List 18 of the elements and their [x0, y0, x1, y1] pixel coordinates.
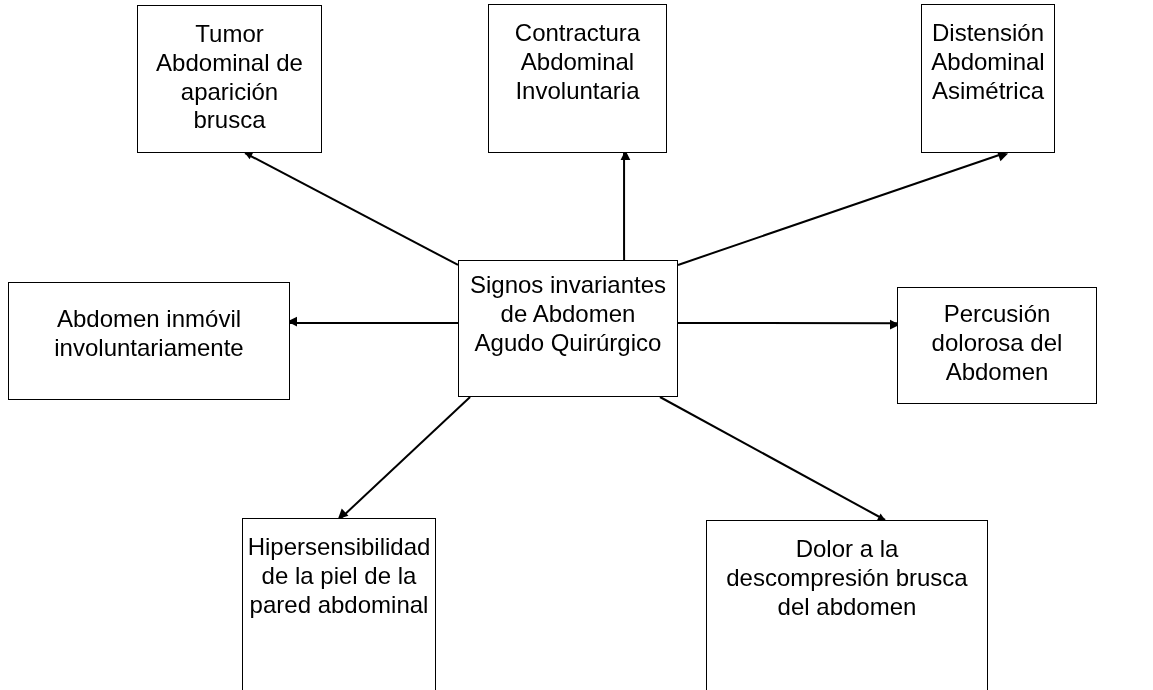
- text-box: [458, 260, 678, 397]
- text-box: [242, 518, 436, 690]
- text-box: [488, 4, 667, 153]
- arrow: [337, 396, 472, 519]
- box-label: Distensión Abdominal Asimétrica: [930, 19, 1046, 106]
- box-label: Abdomen inmóvil involuntariamente: [53, 305, 245, 363]
- text-box: [921, 4, 1055, 153]
- text-box: [137, 5, 322, 153]
- box-label: Contractura Abdominal Involuntaria: [513, 19, 642, 106]
- box-label: Hipersensibilidad de la piel de la pared abdominal: [247, 533, 431, 620]
- box-label: Signos invariantes de Abdomen Agudo Quirúrgico: [468, 271, 668, 358]
- box-label: Dolor a la descompresión brusca del abdomen: [725, 535, 969, 622]
- box-label: Tumor Abdominal de aparición brusca: [155, 20, 304, 136]
- text-box: [8, 282, 290, 400]
- text-box: [897, 287, 1097, 404]
- arrow: [677, 151, 1009, 266]
- box-label: Percusión dolorosa del Abdomen: [930, 300, 1064, 387]
- text-box: [706, 520, 988, 690]
